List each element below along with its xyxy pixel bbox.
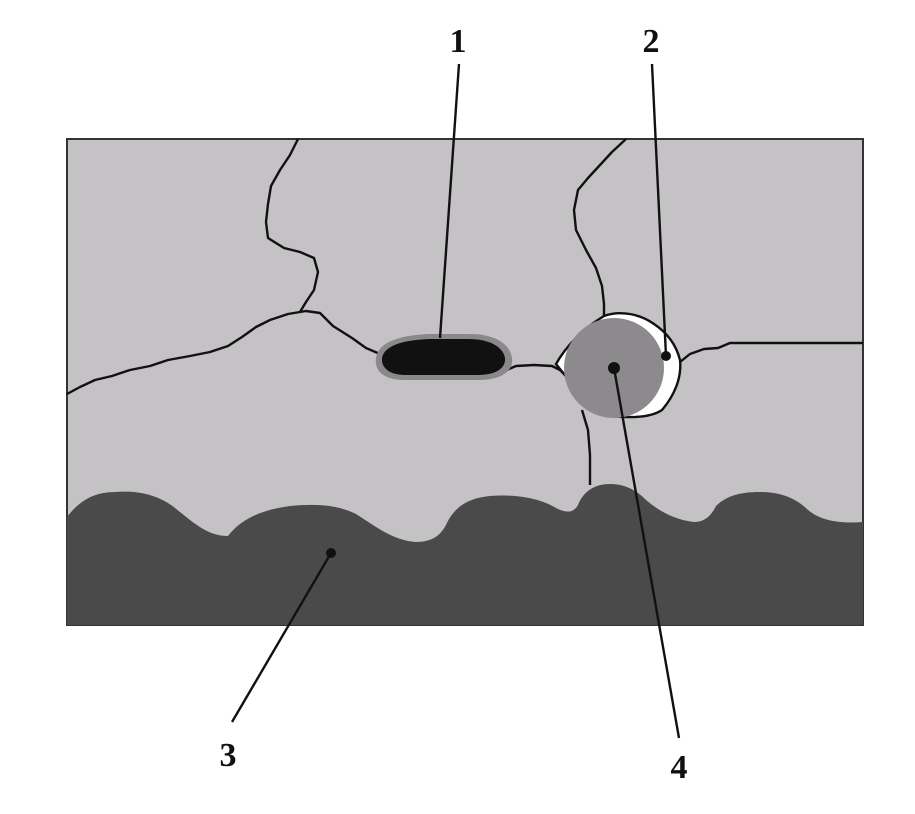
substrate-region — [67, 484, 863, 625]
leader-line-3 — [230, 552, 333, 723]
callout-label-3: 3 — [220, 737, 237, 774]
leader-line-1 — [438, 63, 461, 339]
callout-label-1: 1 — [450, 23, 467, 60]
crack-right-grain-boundary — [679, 341, 863, 363]
callout-label-4: 4 — [671, 749, 688, 786]
inclusion-dark-core — [381, 339, 506, 375]
crack-left-grain-boundary — [66, 309, 381, 396]
callout-label-2: 2 — [643, 23, 660, 60]
crack-upper-left-branch — [264, 138, 320, 313]
crack-vertical-segment — [580, 409, 592, 485]
crack-upper-right-branch — [572, 138, 627, 318]
leader-line-4 — [612, 367, 681, 739]
leader-line-2 — [650, 63, 668, 357]
